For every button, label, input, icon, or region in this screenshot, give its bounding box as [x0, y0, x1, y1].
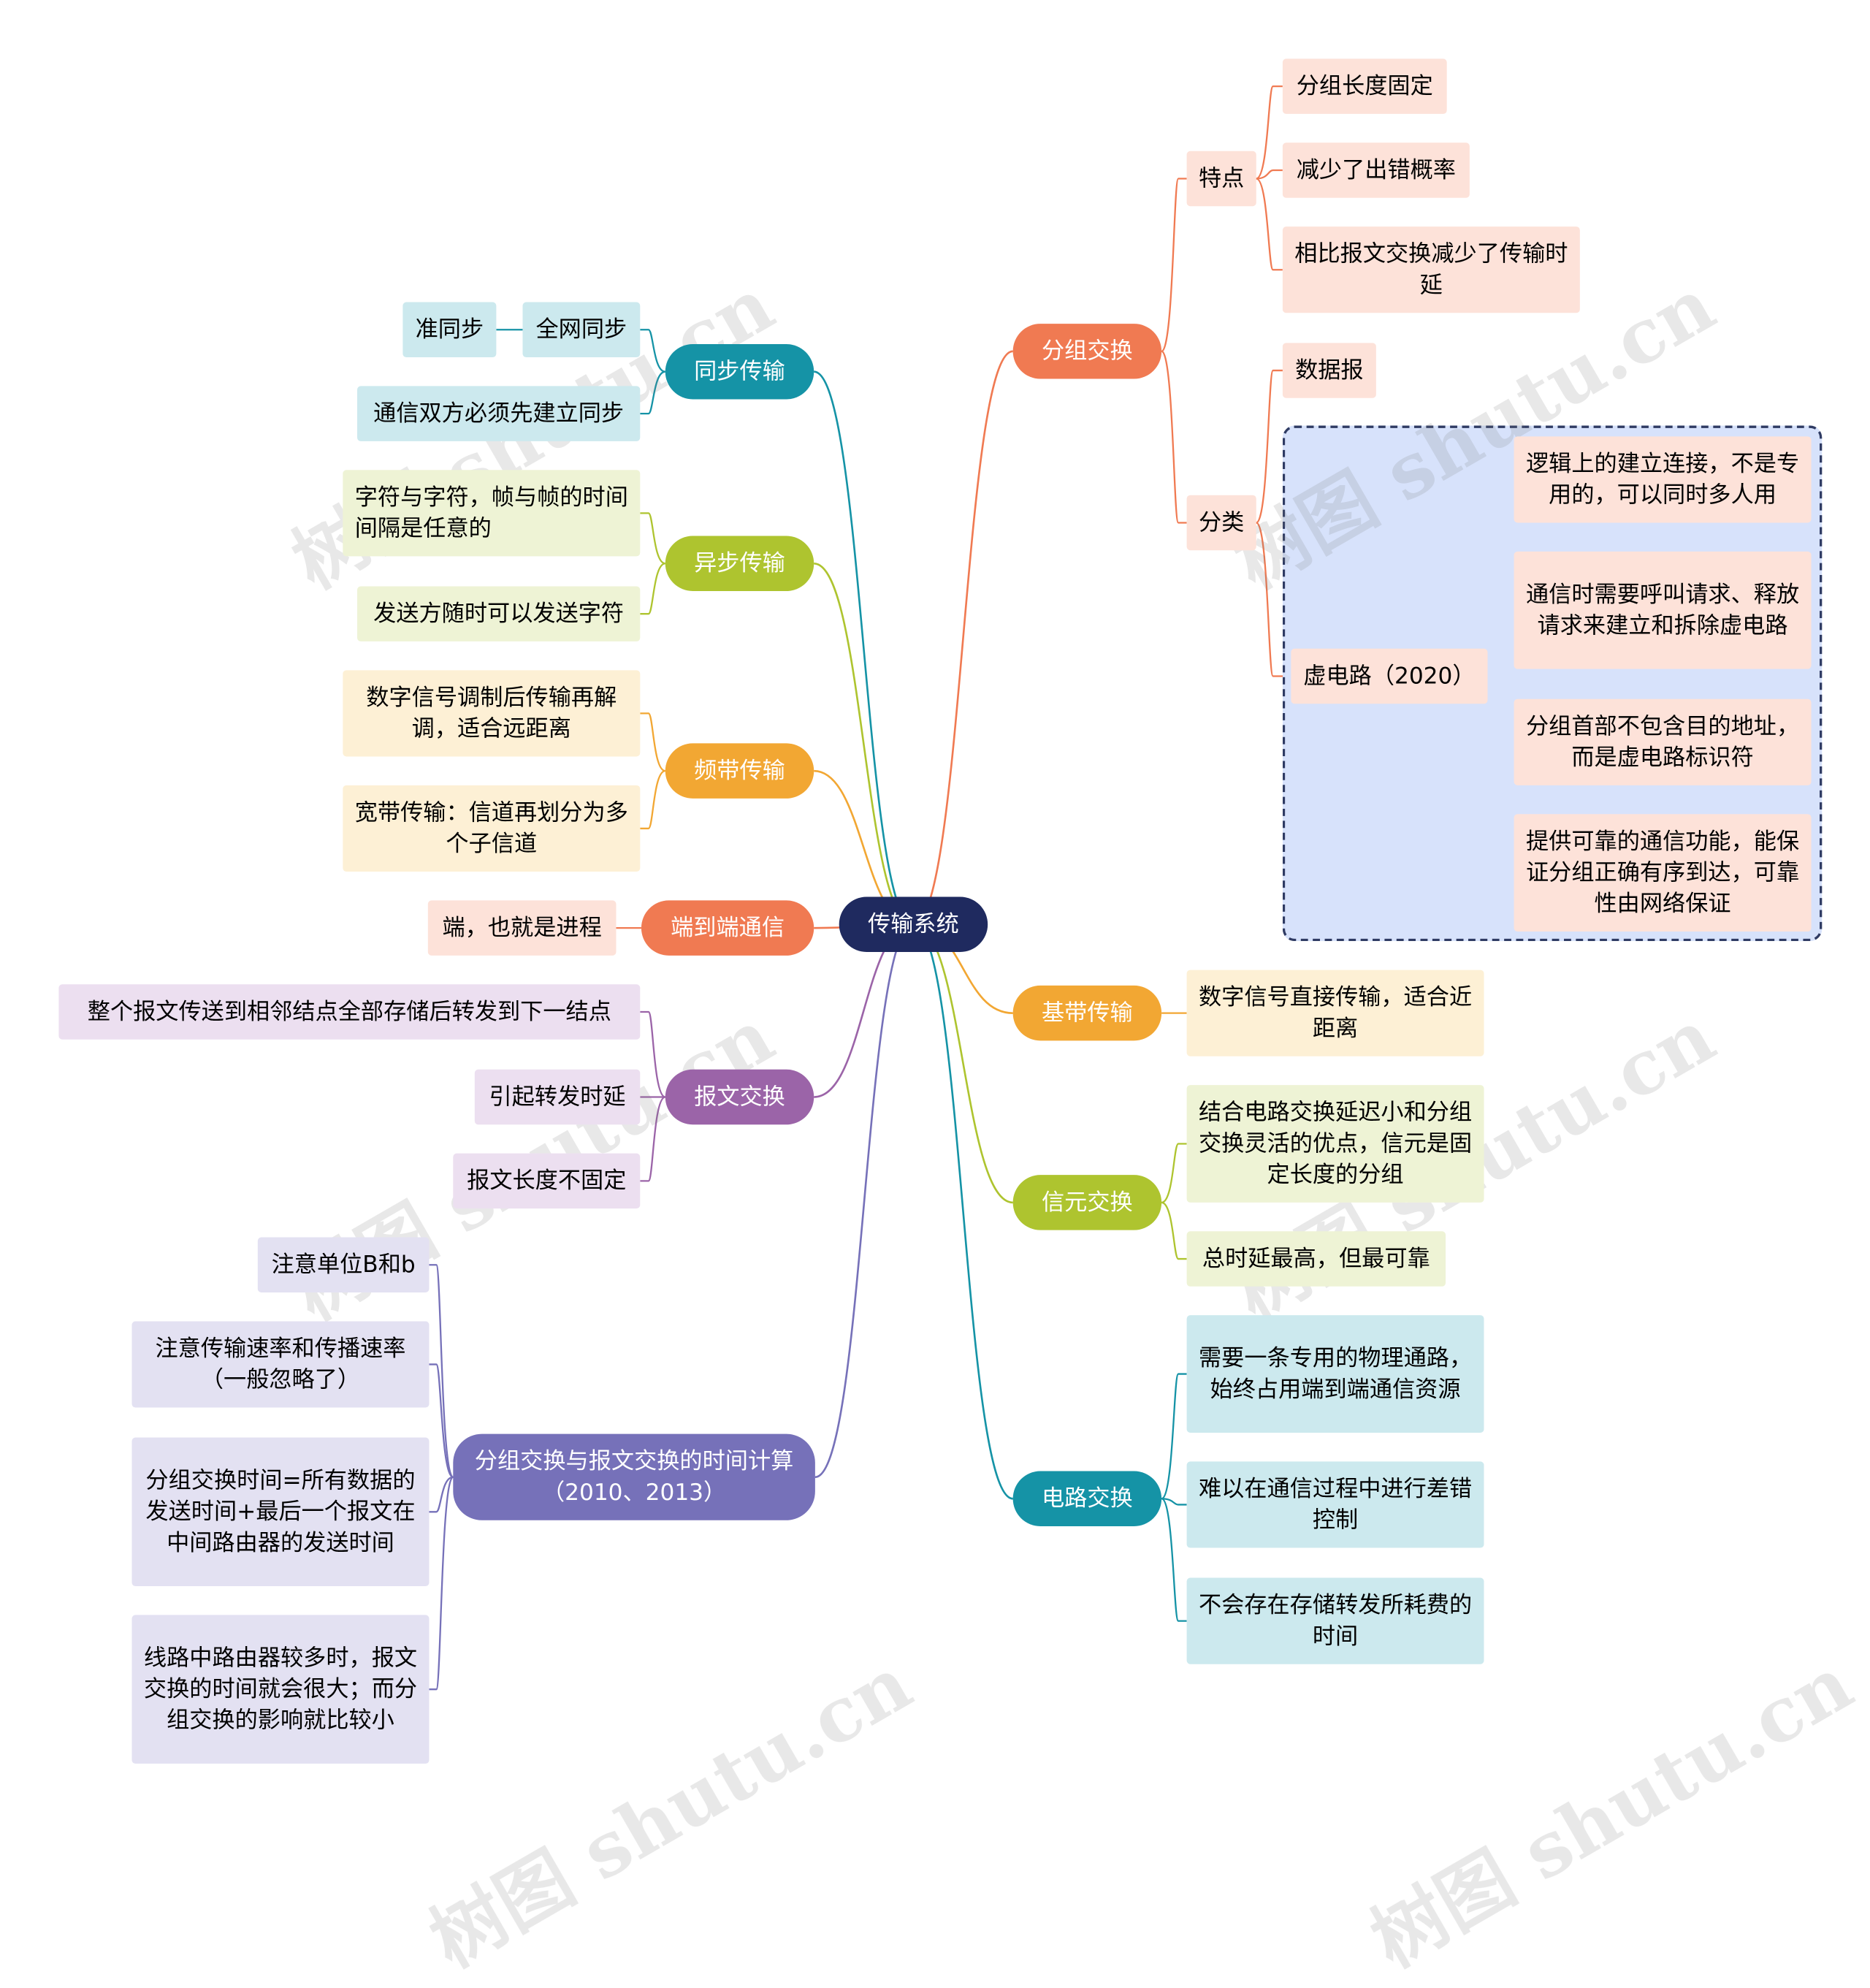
sub-features[interactable]: 特点 [1186, 151, 1256, 207]
leaf-sync-quasi[interactable]: 准同步 [402, 302, 497, 358]
connector-15 [640, 712, 666, 772]
connector-6 [913, 350, 1013, 926]
branch-async-transmission[interactable]: 异步传输 [665, 536, 814, 592]
connector-40 [1161, 1498, 1187, 1506]
branch-time-calculation[interactable]: 分组交换与报文交换的时间计算（2010、2013） [453, 1433, 815, 1520]
connector-13 [640, 512, 666, 565]
leaf-vc-call-request[interactable]: 通信时需要呼叫请求、释放请求来建立和拆除虚电路 [1514, 551, 1812, 669]
branch-band-transmission[interactable]: 频带传输 [665, 743, 814, 799]
leaf-msg-length[interactable]: 报文长度不固定 [453, 1153, 641, 1209]
leaf-e2e-process[interactable]: 端，也就是进程 [427, 900, 617, 956]
leaf-vc-logical[interactable]: 逻辑上的建立连接，不是专用的，可以同时多人用 [1514, 436, 1812, 523]
branch-circuit-switching[interactable]: 电路交换 [1012, 1471, 1162, 1526]
sub-types[interactable]: 分类 [1186, 495, 1256, 551]
connector-41 [1161, 1498, 1187, 1622]
connector-22 [429, 1363, 454, 1478]
connector-21 [429, 1264, 454, 1478]
connector-10 [640, 329, 666, 373]
leaf-vc-reliable[interactable]: 提供可靠的通信功能，能保证分组正确有序到达，可靠性由网络保证 [1514, 814, 1812, 932]
leaf-msg-delay[interactable]: 引起转发时延 [474, 1069, 641, 1125]
connector-18 [640, 1010, 666, 1098]
connector-25 [1161, 178, 1187, 352]
connector-20 [640, 1096, 666, 1182]
leaf-calc-units[interactable]: 注意单位B和b [257, 1237, 430, 1292]
connector-27 [1256, 85, 1283, 180]
connector-39 [1161, 1373, 1187, 1500]
leaf-less-delay[interactable]: 相比报文交换减少了传输时延 [1282, 226, 1580, 313]
mind-map: 树图 shutu.cn 树图 shutu.cn 树图 shutu.cn 树图 s… [58, 58, 1866, 1984]
branch-sync-transmission[interactable]: 同步传输 [665, 343, 814, 400]
connector-23 [429, 1476, 454, 1513]
connector-0 [813, 370, 914, 926]
connector-11 [640, 370, 666, 415]
connector-14 [640, 563, 666, 615]
branch-baseband[interactable]: 基带传输 [1012, 985, 1162, 1041]
connector-5 [814, 923, 914, 1479]
leaf-sync-establish[interactable]: 通信双方必须先建立同步 [357, 386, 641, 441]
branch-cell-switching[interactable]: 信元交换 [1012, 1175, 1162, 1230]
leaf-circuit-dedicated[interactable]: 需要一条专用的物理通路，始终占用端到端通信资源 [1186, 1315, 1484, 1433]
leaf-circuit-no-store-forward[interactable]: 不会存在存储转发所耗费的时间 [1186, 1577, 1484, 1664]
leaf-vc-identifier[interactable]: 分组首部不包含目的地址，而是虚电路标识符 [1514, 698, 1812, 785]
connector-29 [1256, 178, 1283, 271]
connector-26 [1161, 350, 1187, 524]
leaf-band-broadband[interactable]: 宽带传输：信道再划分为多个子信道 [343, 785, 641, 872]
connector-1 [814, 562, 914, 926]
connector-8 [913, 923, 1013, 1204]
connector-28 [1256, 169, 1283, 180]
sub-virtual-circuit[interactable]: 虚电路（2020） [1291, 648, 1488, 704]
leaf-datagram[interactable]: 数据报 [1282, 343, 1376, 398]
connector-37 [1161, 1143, 1187, 1204]
leaf-circuit-error-control[interactable]: 难以在通信过程中进行差错控制 [1186, 1461, 1484, 1548]
leaf-calc-routers[interactable]: 线路中路由器较多时，报文交换的时间就会很大；而分组交换的影响就比较小 [131, 1615, 430, 1764]
connector-16 [640, 770, 666, 830]
connector-31 [1255, 522, 1291, 677]
connector-30 [1255, 369, 1291, 524]
leaf-async-anytime[interactable]: 发送方随时可以发送字符 [357, 586, 641, 641]
leaf-calc-rates[interactable]: 注意传输速率和传播速率（一般忽略了） [131, 1321, 430, 1408]
leaf-baseband-direct[interactable]: 数字信号直接传输，适合近距离 [1186, 970, 1484, 1056]
leaf-calc-packet-time[interactable]: 分组交换时间=所有数据的发送时间+最后一个报文在中间路由器的发送时间 [131, 1437, 430, 1587]
branch-end-to-end[interactable]: 端到端通信 [641, 900, 814, 956]
connector-lines [429, 85, 1514, 1691]
branch-message-switching[interactable]: 报文交换 [665, 1069, 814, 1125]
leaf-msg-store-forward[interactable]: 整个报文传送到相邻结点全部存储后转发到下一结点 [58, 984, 641, 1040]
connector-38 [1161, 1201, 1187, 1260]
branch-packet-switching[interactable]: 分组交换 [1012, 324, 1162, 379]
leaf-fixed-length[interactable]: 分组长度固定 [1282, 58, 1447, 114]
leaf-sync-global[interactable]: 全网同步 [522, 302, 641, 358]
leaf-fewer-errors[interactable]: 减少了出错概率 [1282, 142, 1470, 198]
root-node[interactable]: 传输系统 [839, 896, 988, 952]
connector-9 [913, 923, 1013, 1500]
leaf-cell-reliable[interactable]: 总时延最高，但最可靠 [1186, 1231, 1446, 1287]
leaf-band-modulation[interactable]: 数字信号调制后传输再解调，适合远距离 [343, 670, 641, 757]
leaf-async-interval[interactable]: 字符与字符，帧与帧的时间间隔是任意的 [343, 470, 641, 557]
connector-24 [429, 1476, 454, 1691]
leaf-cell-combine[interactable]: 结合电路交换延迟小和分组交换灵活的优点，信元是固定长度的分组 [1186, 1085, 1484, 1203]
